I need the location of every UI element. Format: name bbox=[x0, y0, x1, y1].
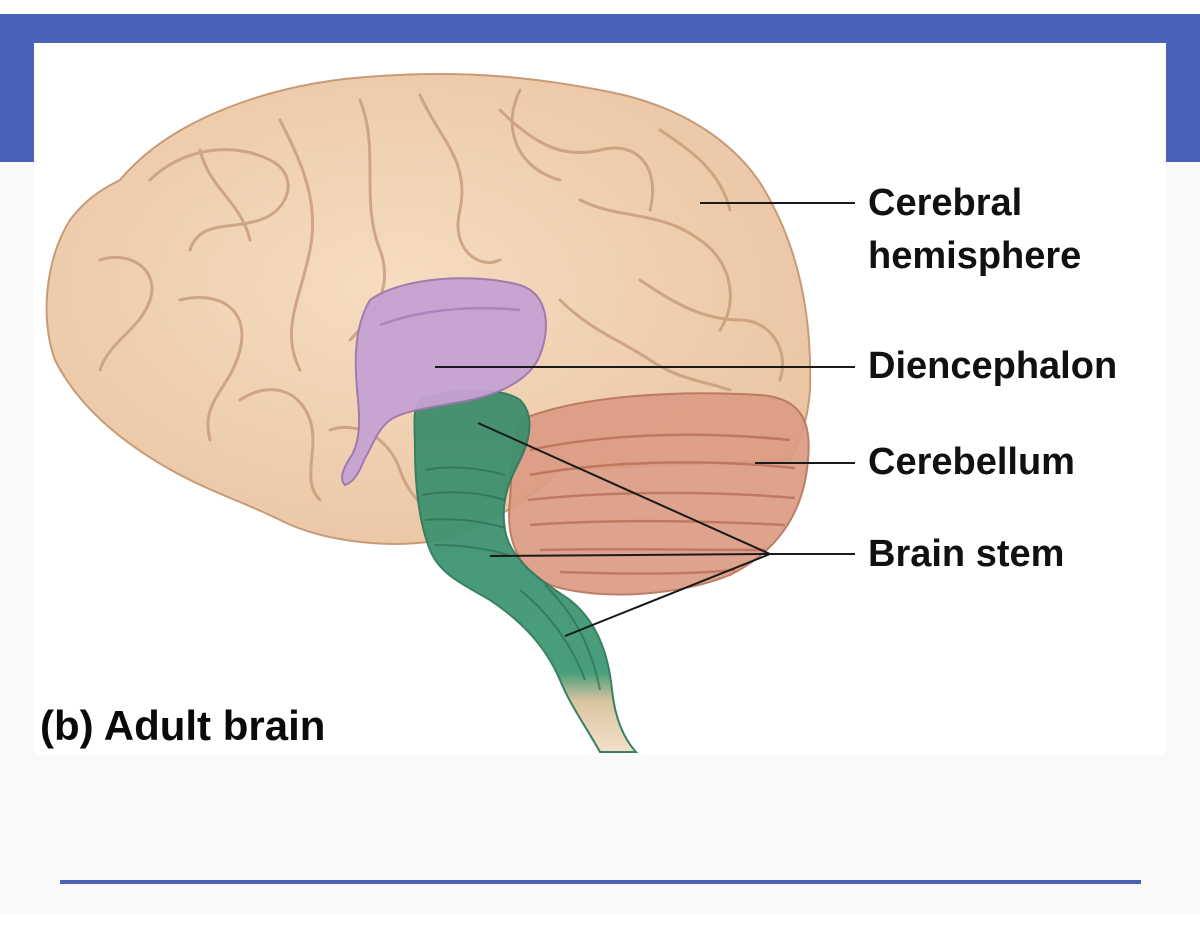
brain-stem-label: Brain stem bbox=[868, 533, 1065, 575]
brain-stem-leader-pons bbox=[489, 553, 771, 557]
diencephalon-label: Diencephalon bbox=[868, 345, 1118, 387]
brain-stem-shape bbox=[413, 389, 639, 753]
figure-caption: (b) Adult brain bbox=[40, 702, 326, 749]
cerebral-label-line1: Cerebral bbox=[868, 182, 1023, 224]
cerebellum-folia bbox=[527, 433, 796, 575]
brain-stem-leader-medulla bbox=[564, 553, 771, 637]
cerebral-label-line2: hemisphere bbox=[868, 235, 1082, 277]
gyri-lines bbox=[98, 88, 785, 522]
bottom-divider bbox=[60, 880, 1141, 884]
cerebellum-label: Cerebellum bbox=[868, 441, 1075, 483]
pons-striations bbox=[421, 466, 601, 691]
leader-lines bbox=[435, 202, 855, 637]
diencephalon-shape bbox=[341, 277, 547, 487]
brain-stem-leader-midbrain bbox=[477, 422, 771, 555]
